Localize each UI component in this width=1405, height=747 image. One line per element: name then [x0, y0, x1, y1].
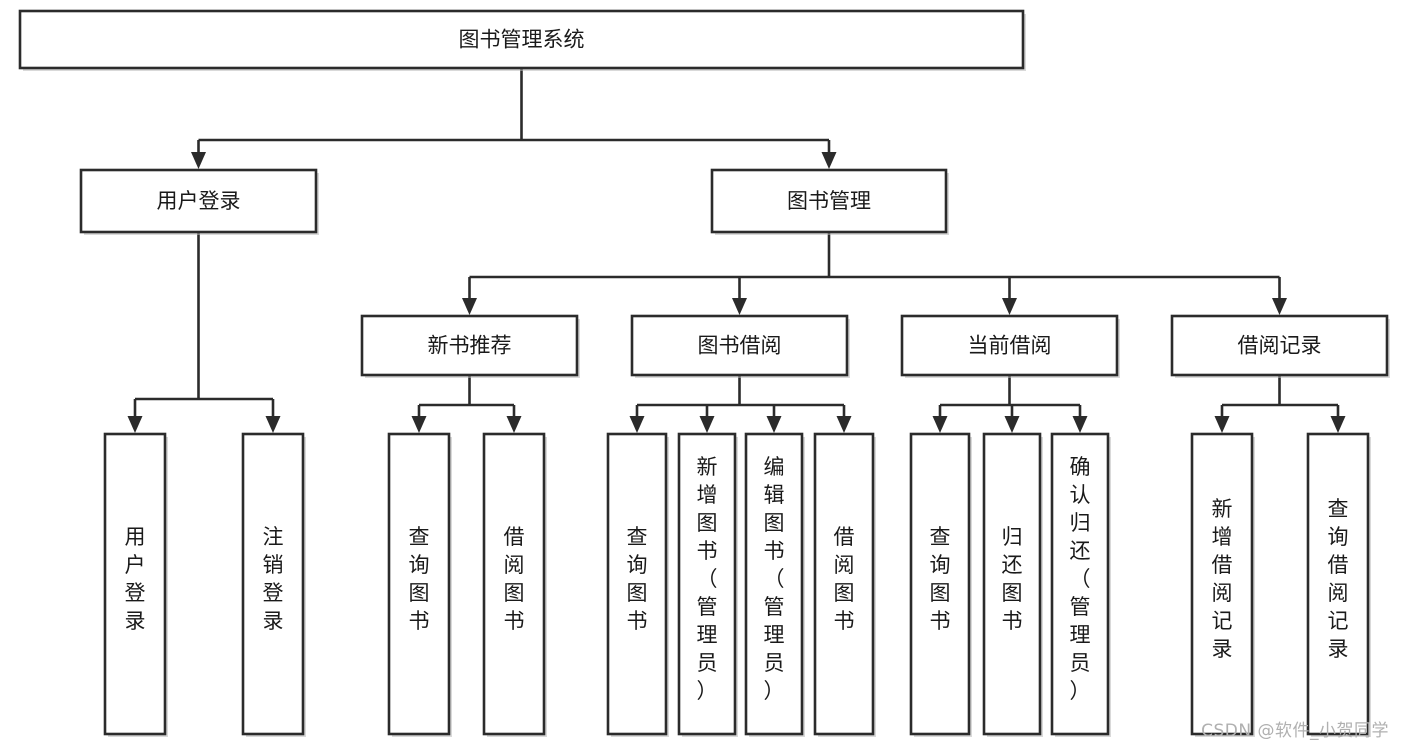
nodes-layer: 图书管理系统用户登录图书管理新书推荐图书借阅当前借阅借阅记录用户登录注销登录查询…: [18, 9, 1390, 737]
arrow-head-icon: [1214, 416, 1230, 433]
node-label: 图书管理: [787, 189, 871, 213]
node-new-book-recommend[interactable]: 新书推荐: [360, 314, 580, 378]
node-root[interactable]: 图书管理系统: [18, 9, 1026, 71]
node-leaf-query-book-1[interactable]: 查询图书: [387, 432, 452, 737]
arrow-head-icon: [1272, 298, 1287, 315]
node-leaf-confirm-return[interactable]: 确认归还（管理员）: [1050, 432, 1111, 737]
arrow-head-icon: [1330, 416, 1346, 433]
node-leaf-add-record[interactable]: 新增借阅记录: [1190, 432, 1255, 737]
node-label: 借阅图书: [504, 525, 525, 633]
node-leaf-return-book[interactable]: 归还图书: [982, 432, 1043, 737]
arrow-head-icon: [411, 416, 427, 433]
node-label: 图书借阅: [698, 334, 782, 358]
node-label: 新增图书（管理员）: [697, 455, 718, 703]
arrow-head-icon: [821, 152, 837, 169]
node-label: 归还图书: [1002, 525, 1023, 633]
node-label: 图书管理系统: [459, 28, 585, 52]
arrow-head-icon: [932, 416, 948, 433]
node-label: 查询图书: [627, 525, 648, 633]
node-label: 借阅记录: [1238, 334, 1322, 358]
arrow-head-icon: [191, 152, 206, 169]
node-label: 编辑图书（管理员）: [764, 455, 785, 703]
arrow-head-icon: [127, 416, 143, 433]
node-label: 查询图书: [930, 525, 951, 633]
node-leaf-add-book[interactable]: 新增图书（管理员）: [677, 432, 738, 737]
node-leaf-borrow-book-1[interactable]: 借阅图书: [482, 432, 547, 737]
node-label: 确认归还（管理员）: [1070, 455, 1091, 703]
node-leaf-user-login[interactable]: 用户登录: [103, 432, 168, 737]
node-label: 借阅图书: [834, 525, 855, 633]
node-leaf-query-book-2[interactable]: 查询图书: [606, 432, 669, 737]
arrow-head-icon: [836, 416, 852, 433]
node-label: 当前借阅: [968, 334, 1052, 358]
arrow-head-icon: [629, 416, 645, 433]
arrow-head-icon: [506, 416, 522, 433]
node-book-manage[interactable]: 图书管理: [710, 168, 949, 235]
node-book-borrow[interactable]: 图书借阅: [630, 314, 850, 378]
arrow-head-icon: [1004, 416, 1020, 433]
arrow-head-icon: [732, 298, 747, 315]
node-label: 新书推荐: [428, 334, 512, 358]
node-label: 用户登录: [157, 189, 241, 213]
node-user-login[interactable]: 用户登录: [79, 168, 319, 235]
node-leaf-query-book-3[interactable]: 查询图书: [909, 432, 972, 737]
node-label: 新增借阅记录: [1212, 497, 1233, 661]
node-borrow-record[interactable]: 借阅记录: [1170, 314, 1390, 378]
node-leaf-borrow-book-2[interactable]: 借阅图书: [813, 432, 876, 737]
arrow-head-icon: [699, 416, 715, 433]
arrow-head-icon: [766, 416, 782, 433]
node-current-borrow[interactable]: 当前借阅: [900, 314, 1120, 378]
node-leaf-logout[interactable]: 注销登录: [241, 432, 306, 737]
node-label: 查询图书: [409, 525, 430, 633]
arrow-head-icon: [1002, 298, 1017, 315]
arrow-head-icon: [462, 298, 477, 315]
node-label: 用户登录: [125, 525, 146, 633]
node-leaf-edit-book[interactable]: 编辑图书（管理员）: [744, 432, 805, 737]
node-leaf-query-record[interactable]: 查询借阅记录: [1306, 432, 1371, 737]
connectors-layer: [127, 68, 1346, 433]
node-label: 注销登录: [263, 525, 284, 633]
node-label: 查询借阅记录: [1328, 497, 1349, 661]
arrow-head-icon: [265, 416, 281, 433]
arrow-head-icon: [1072, 416, 1088, 433]
